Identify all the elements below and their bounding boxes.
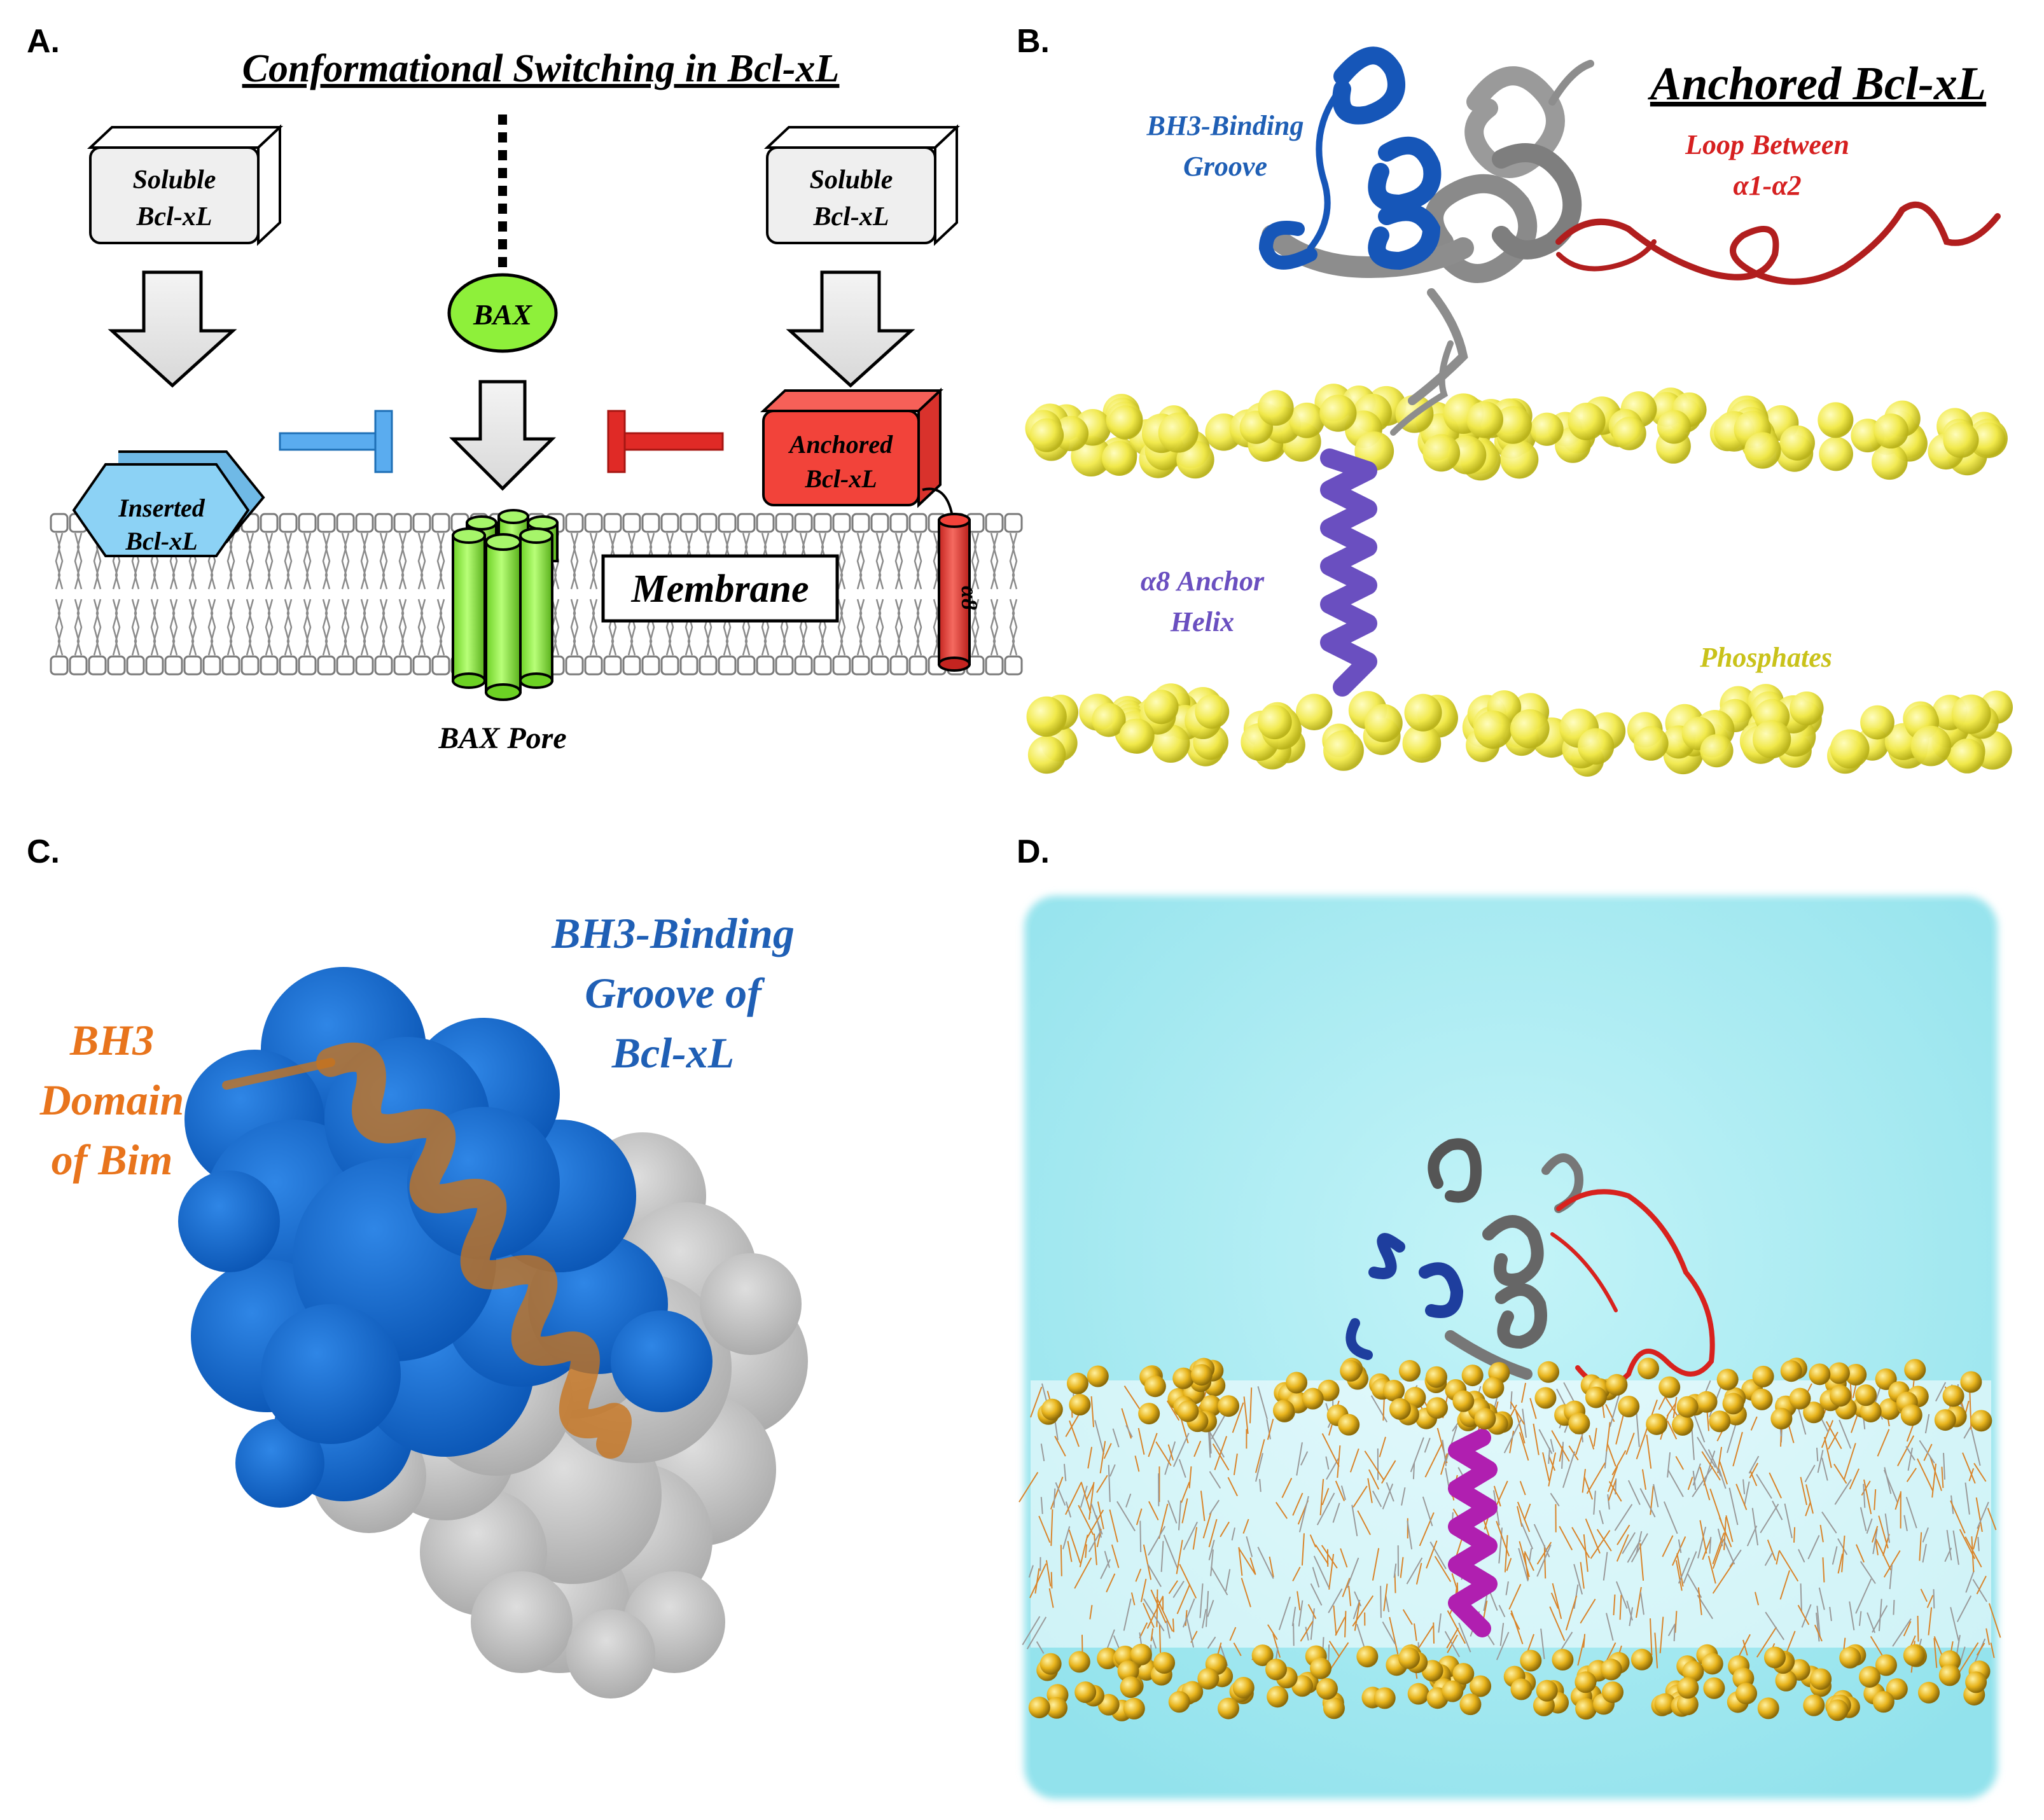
panel-b-title: Anchored Bcl-xL bbox=[1648, 58, 1986, 110]
bim-bh3-helix bbox=[222, 1042, 632, 1459]
panel-d-label: D. bbox=[1017, 833, 1050, 870]
panel-a-label: A. bbox=[27, 23, 60, 60]
anchored-line1: Anchored bbox=[788, 430, 893, 459]
d-phosphates-top bbox=[1037, 1358, 1992, 1436]
anchored-line2: Bcl-xL bbox=[804, 464, 877, 493]
c-bh3-line2: Domain bbox=[39, 1076, 184, 1124]
phosphates-bottom-layer bbox=[1026, 683, 2013, 777]
soluble-left-line1: Soluble bbox=[133, 165, 216, 195]
panel-b-label: B. bbox=[1017, 23, 1050, 60]
soluble-left-line2: Bcl-xL bbox=[136, 202, 212, 232]
c-groove-line3: Bcl-xL bbox=[611, 1029, 735, 1077]
anchored-bcl-xl: Anchored Bcl-xL bbox=[760, 387, 954, 521]
bcl-xl-ribbon bbox=[1258, 46, 2001, 697]
down-arrow-right bbox=[786, 270, 915, 388]
c-bh3-line1: BH3 bbox=[69, 1016, 154, 1064]
bax-pore bbox=[452, 509, 559, 701]
d-protein-ribbon bbox=[1345, 1138, 1715, 1637]
inhibition-blue bbox=[279, 410, 393, 473]
c-groove-line2: Groove of bbox=[585, 969, 765, 1017]
panel-a: A. Conformational Switching in Bcl-xL So… bbox=[27, 23, 1023, 755]
down-arrow-bax bbox=[448, 380, 557, 491]
soluble-right-line2: Bcl-xL bbox=[813, 202, 889, 232]
soluble-right-line1: Soluble bbox=[810, 165, 893, 195]
panel-a-title: Conformational Switching in Bcl-xL bbox=[242, 47, 840, 90]
alpha8-label: α8 bbox=[957, 586, 982, 610]
c-groove-line1: BH3-Binding bbox=[551, 909, 795, 957]
inserted-line1: Inserted bbox=[118, 494, 205, 522]
d-phosphates-bottom bbox=[1028, 1643, 1991, 1721]
b-loop-line2: α1-α2 bbox=[1733, 170, 1801, 201]
inhibition-red bbox=[607, 410, 724, 473]
b-loop-line1: Loop Between bbox=[1685, 129, 1849, 160]
b-anchor-line2: Helix bbox=[1170, 606, 1234, 637]
b-anchor-line1: α8 Anchor bbox=[1141, 566, 1265, 597]
bax-ellipse bbox=[447, 273, 558, 353]
panel-b: B. Anchored Bcl-xL BH3-Bin bbox=[1017, 23, 2013, 777]
inserted-line2: Bcl-xL bbox=[125, 527, 197, 555]
panel-d: D. bbox=[1017, 833, 2001, 1799]
c-bh3-line3: of Bim bbox=[52, 1136, 173, 1184]
down-arrow-left bbox=[108, 270, 237, 388]
membrane-label-box: Membrane bbox=[601, 554, 839, 623]
soluble-bcl-xl-right: Soluble Bcl-xL bbox=[763, 124, 961, 246]
panel-c-label: C. bbox=[27, 833, 60, 870]
alpha8-cylinder: α8 bbox=[938, 513, 982, 672]
b-groove-line1: BH3-Binding bbox=[1146, 110, 1304, 141]
panel-c: C. BH3-Bi bbox=[27, 833, 808, 1698]
b-phosphates-label: Phosphates bbox=[1699, 642, 1832, 673]
phosphates-top-layer bbox=[1025, 384, 2008, 481]
bax-label: BAX bbox=[473, 298, 532, 331]
inserted-bcl-xl: Inserted Bcl-xL bbox=[72, 450, 265, 557]
soluble-bcl-xl-left: Soluble Bcl-xL bbox=[87, 124, 284, 246]
b-groove-line2: Groove bbox=[1183, 151, 1267, 182]
bax-pore-label: BAX Pore bbox=[438, 721, 566, 755]
membrane-label: Membrane bbox=[631, 567, 809, 611]
